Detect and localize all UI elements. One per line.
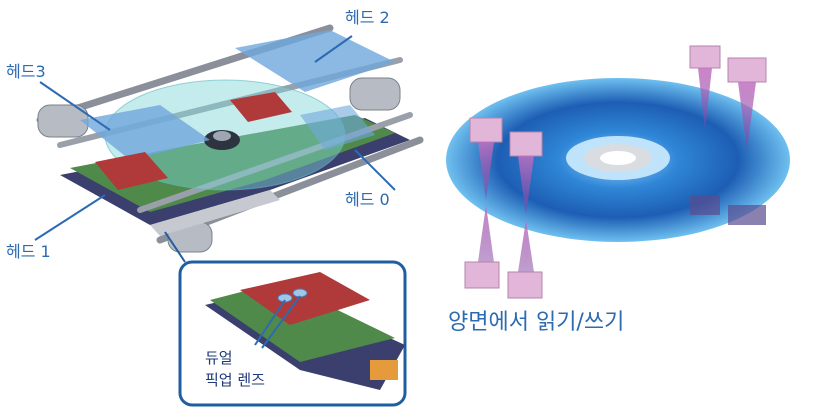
- laser-top-mid: [509, 131, 543, 215]
- laser-bottom-left: [464, 205, 500, 289]
- leader-head-2: [314, 35, 353, 63]
- spindle-cap: [213, 131, 231, 141]
- inset-connector: [164, 231, 186, 263]
- sled: [230, 92, 292, 122]
- disc-hole: [600, 151, 636, 165]
- head-3-panel: [80, 105, 210, 160]
- label-head-2: 헤드 2: [345, 8, 390, 27]
- label-pickup-lens: 픽업 렌즈: [205, 371, 265, 389]
- laser-bottom-mid: [507, 220, 543, 299]
- laser-top-right-1: [689, 45, 721, 130]
- inset-board: [210, 282, 395, 362]
- lens-left: [277, 293, 293, 303]
- leader-lines: [34, 35, 396, 263]
- inset-box: [178, 260, 407, 407]
- head-0-panel: [300, 105, 375, 150]
- label-head-1: 헤드 1: [6, 242, 51, 261]
- orange-connector: [370, 360, 398, 380]
- sled: [95, 152, 168, 190]
- label-head-3: 헤드3: [6, 62, 46, 81]
- leader-head-1: [34, 194, 106, 241]
- lens-leader: [261, 295, 301, 349]
- laser-top-left: [469, 117, 503, 200]
- motor-cylinder: [349, 77, 401, 111]
- pickup-mechanism: [36, 24, 424, 253]
- reflection-block: [728, 205, 766, 225]
- label-head-0: 헤드 0: [345, 190, 390, 209]
- leader-head-3: [39, 81, 111, 131]
- reflection-block: [690, 195, 720, 215]
- caption-double-sided: 양면에서 읽기/쓰기: [448, 310, 625, 335]
- inset-sled: [240, 272, 370, 325]
- laser-top-right-2: [727, 57, 767, 150]
- leader-head-0: [354, 149, 396, 191]
- optical-disc-illustration: [446, 45, 790, 299]
- bracket: [150, 190, 280, 236]
- lens-right: [292, 288, 308, 298]
- base-board-top: [70, 115, 395, 212]
- lens-leader: [254, 299, 286, 346]
- label-dual: 듀얼: [205, 349, 233, 367]
